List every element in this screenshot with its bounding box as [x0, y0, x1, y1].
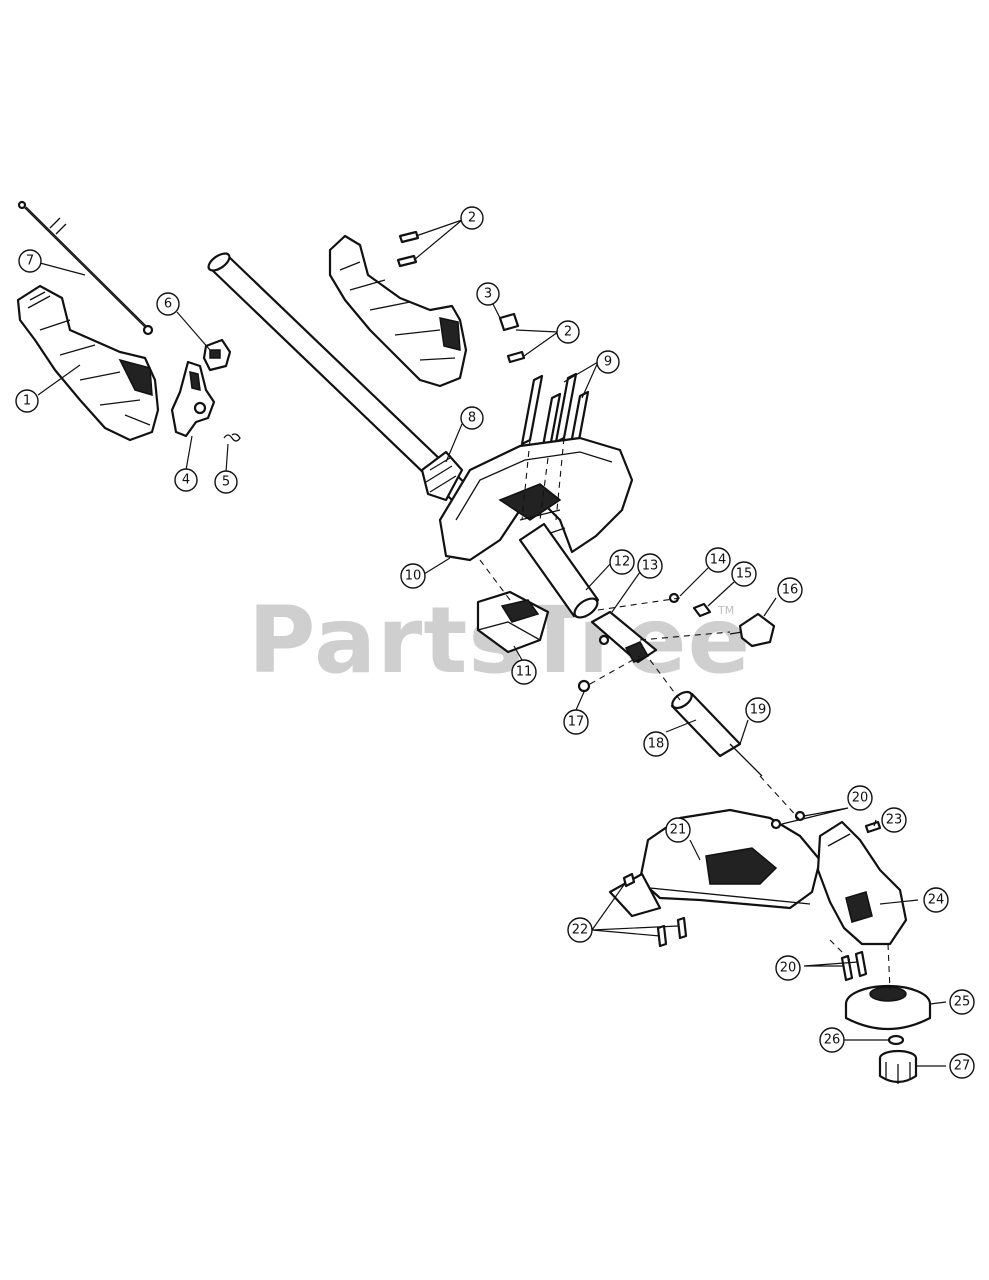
callout-10: 10 [400, 563, 426, 589]
part-gear-housing [816, 820, 908, 946]
callout-12: 12 [609, 549, 635, 575]
svg-text:26: 26 [824, 1033, 841, 1048]
svg-text:20: 20 [780, 961, 797, 976]
svg-text:13: 13 [642, 559, 659, 574]
svg-text:2: 2 [468, 211, 476, 226]
callout-25: 25 [949, 989, 975, 1015]
svg-text:1: 1 [23, 394, 31, 409]
svg-text:19: 19 [750, 703, 767, 718]
callout-8: 8 [460, 406, 484, 430]
leader-lines [37, 219, 947, 1067]
callout-16: 16 [777, 577, 803, 603]
part-tube [518, 522, 600, 619]
callout-27: 27 [949, 1053, 975, 1079]
part-cable [17, 200, 154, 336]
callout-14: 14 [705, 547, 731, 573]
callout-23: 23 [881, 807, 907, 833]
svg-text:5: 5 [222, 475, 230, 490]
callout-22: 22 [567, 917, 593, 943]
part-spool-nut [878, 1049, 918, 1084]
svg-text:22: 22 [572, 923, 589, 938]
part-bracket [476, 590, 550, 654]
alignment-lines [479, 437, 891, 991]
svg-text:15: 15 [736, 567, 753, 582]
svg-text:14: 14 [710, 553, 727, 568]
part-trimmer-head [844, 984, 932, 1031]
svg-text:17: 17 [568, 715, 585, 730]
svg-text:20: 20 [852, 791, 869, 806]
part-trigger [170, 360, 216, 438]
part-nuts [577, 592, 712, 693]
svg-text:21: 21 [670, 823, 687, 838]
svg-text:4: 4 [182, 473, 190, 488]
part-lower-guard [608, 808, 822, 918]
callout-11: 11 [511, 659, 537, 685]
callout-2-lower: 2 [556, 320, 580, 344]
part-drive-cable [729, 743, 763, 777]
svg-text:3: 3 [484, 287, 492, 302]
part-switch [202, 338, 232, 372]
part-screws-upper [396, 230, 526, 364]
part-knob [729, 612, 776, 648]
callout-4: 4 [174, 468, 198, 492]
svg-text:24: 24 [928, 893, 945, 908]
svg-text:9: 9 [604, 355, 612, 370]
callout-1: 1 [15, 389, 39, 413]
svg-text:18: 18 [648, 737, 665, 752]
callout-21: 21 [665, 817, 691, 843]
part-guard-housing [438, 436, 634, 562]
callout-20-lower: 20 [775, 955, 801, 981]
svg-text:11: 11 [516, 665, 533, 680]
part-handle-half [328, 234, 468, 388]
callout-19: 19 [745, 697, 771, 723]
callout-3: 3 [476, 282, 500, 306]
part-grip [420, 450, 464, 502]
part-rear-handle [16, 284, 160, 442]
callout-9: 9 [596, 350, 620, 374]
callout-24: 24 [923, 887, 949, 913]
svg-text:23: 23 [886, 813, 903, 828]
svg-text:27: 27 [954, 1059, 971, 1074]
callout-7: 7 [18, 249, 42, 273]
svg-text:12: 12 [614, 555, 631, 570]
callout-6: 6 [156, 292, 180, 316]
callout-18: 18 [643, 731, 669, 757]
svg-text:2: 2 [564, 325, 572, 340]
part-washer [887, 1034, 905, 1046]
svg-text:6: 6 [164, 297, 172, 312]
callout-15: 15 [731, 561, 757, 587]
svg-text:7: 7 [26, 254, 34, 269]
part-lower-tube [670, 690, 742, 758]
svg-text:8: 8 [468, 411, 476, 426]
svg-text:10: 10 [405, 569, 422, 584]
part-spring [223, 433, 241, 442]
callout-2-upper: 2 [460, 206, 484, 230]
callout-26: 26 [819, 1027, 845, 1053]
callout-20-upper: 20 [847, 785, 873, 811]
svg-text:16: 16 [782, 583, 799, 598]
callout-17: 17 [563, 709, 589, 735]
callout-5: 5 [214, 470, 238, 494]
part-coupler [590, 610, 658, 664]
svg-text:25: 25 [954, 995, 971, 1010]
callout-13: 13 [637, 553, 663, 579]
watermark-trademark: TM [717, 604, 734, 617]
